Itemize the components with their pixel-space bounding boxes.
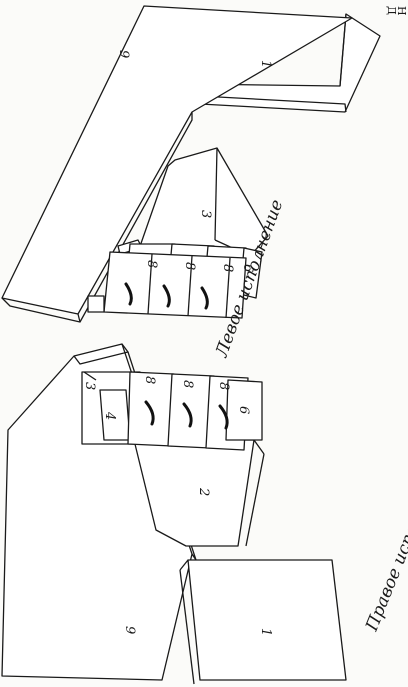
label-1-right: 1	[258, 628, 273, 636]
right-version-desk: 9 1 2 3 4 8 8 8 6 Правое исполнение	[1, 343, 408, 685]
handle-bot-right	[218, 404, 229, 430]
handle-top	[124, 282, 133, 306]
label-3-right: 3	[82, 382, 97, 390]
label-4-right: 4	[102, 411, 117, 420]
caption-right-version: Правое исполнение	[362, 462, 408, 635]
label-9-right: 9	[122, 626, 137, 634]
label-8b-right: 8	[180, 380, 195, 388]
left-version-desk: 9 1 3 8 8 8 6 Левое исполнение	[1, 5, 381, 361]
label-8a-right: 8	[142, 376, 157, 384]
label-1-left: 1	[258, 60, 273, 68]
label-9-left: 9	[116, 50, 131, 58]
handle-mid-right	[182, 402, 193, 428]
label-8b-left: 8	[182, 262, 197, 270]
header-line-1: Д	[385, 6, 398, 15]
label-8c-left: 8	[220, 264, 235, 272]
leg-panel-1-right	[187, 559, 347, 681]
handle-mid	[162, 284, 171, 308]
handle-top-right	[144, 400, 155, 426]
header-line-2: Н	[395, 6, 408, 16]
header-fragment: Д Н з 1.	[385, 6, 408, 41]
tabletop-9	[1, 5, 353, 315]
label-6-right: 6	[236, 406, 251, 414]
header-line-3: з	[405, 6, 408, 12]
handle-bot	[200, 286, 209, 310]
label-8a-left: 8	[144, 260, 159, 268]
label-3-left: 3	[198, 210, 213, 218]
label-2-right: 2	[196, 487, 211, 496]
label-8c-right: 8	[216, 382, 231, 390]
label-6-left: 6	[240, 264, 255, 272]
shelf-corner	[87, 295, 105, 313]
drawer-fronts	[103, 251, 247, 319]
